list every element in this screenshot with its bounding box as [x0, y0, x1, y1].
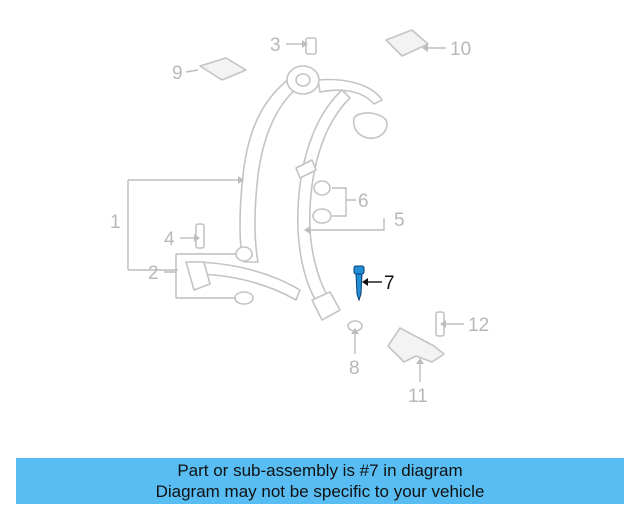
leader-1	[127, 179, 238, 271]
callout-5: 5	[394, 210, 405, 231]
seat-belt-webbing-rear	[317, 78, 383, 105]
leader-6	[332, 187, 356, 217]
callout-10: 10	[450, 39, 471, 60]
caption-line-1: Part or sub-assembly is #7 in diagram	[177, 461, 463, 480]
parts-diagram: 1 2 3 4 5 6 7 8 9 10 11 12	[110, 29, 489, 407]
seat-belt-webbing-strap	[297, 89, 351, 307]
arrow-4	[194, 234, 200, 242]
trim-cover-9	[199, 57, 247, 81]
arrow-3	[302, 40, 308, 48]
callout-3: 3	[270, 35, 281, 56]
callout-7[interactable]: 7	[384, 273, 395, 294]
webbing-sleeve	[295, 159, 317, 179]
leader-5	[310, 218, 385, 231]
arrow-7[interactable]	[362, 278, 368, 286]
callout-12: 12	[468, 315, 489, 336]
callout-4: 4	[164, 229, 175, 250]
arrow-8	[351, 328, 359, 334]
callout-6: 6	[358, 191, 369, 212]
callout-9: 9	[172, 63, 183, 84]
info-banner: Part or sub-assembly is #7 in diagram Di…	[16, 458, 624, 504]
d-ring-center	[295, 73, 311, 87]
trim-cover-10	[385, 29, 429, 57]
callout-8: 8	[349, 358, 360, 379]
arrow-10	[422, 44, 428, 52]
caption-line-2: Diagram may not be specific to your vehi…	[155, 482, 485, 501]
leader-2	[164, 253, 236, 299]
cap-6a	[313, 180, 331, 196]
callout-2: 2	[148, 263, 159, 284]
cap-6b	[312, 208, 332, 224]
anchor-plate	[311, 291, 341, 321]
lap-belt-strap	[189, 261, 301, 301]
bolt-4	[195, 223, 205, 249]
cap-2b	[234, 291, 254, 305]
callout-11: 11	[408, 386, 428, 407]
leader-9	[185, 69, 199, 73]
bolt-3	[305, 37, 317, 55]
cap-2a	[235, 246, 253, 262]
bracket-11	[387, 327, 445, 363]
belt-guide	[352, 112, 388, 140]
buckle-stalk	[185, 261, 211, 291]
bolt-7-highlighted[interactable]	[353, 265, 365, 302]
callout-1: 1	[110, 212, 121, 233]
arrow-1	[238, 176, 244, 184]
arrow-12	[440, 320, 446, 328]
arrow-11	[416, 358, 424, 364]
arrow-5	[304, 226, 310, 234]
seat-belt-webbing	[239, 77, 303, 263]
